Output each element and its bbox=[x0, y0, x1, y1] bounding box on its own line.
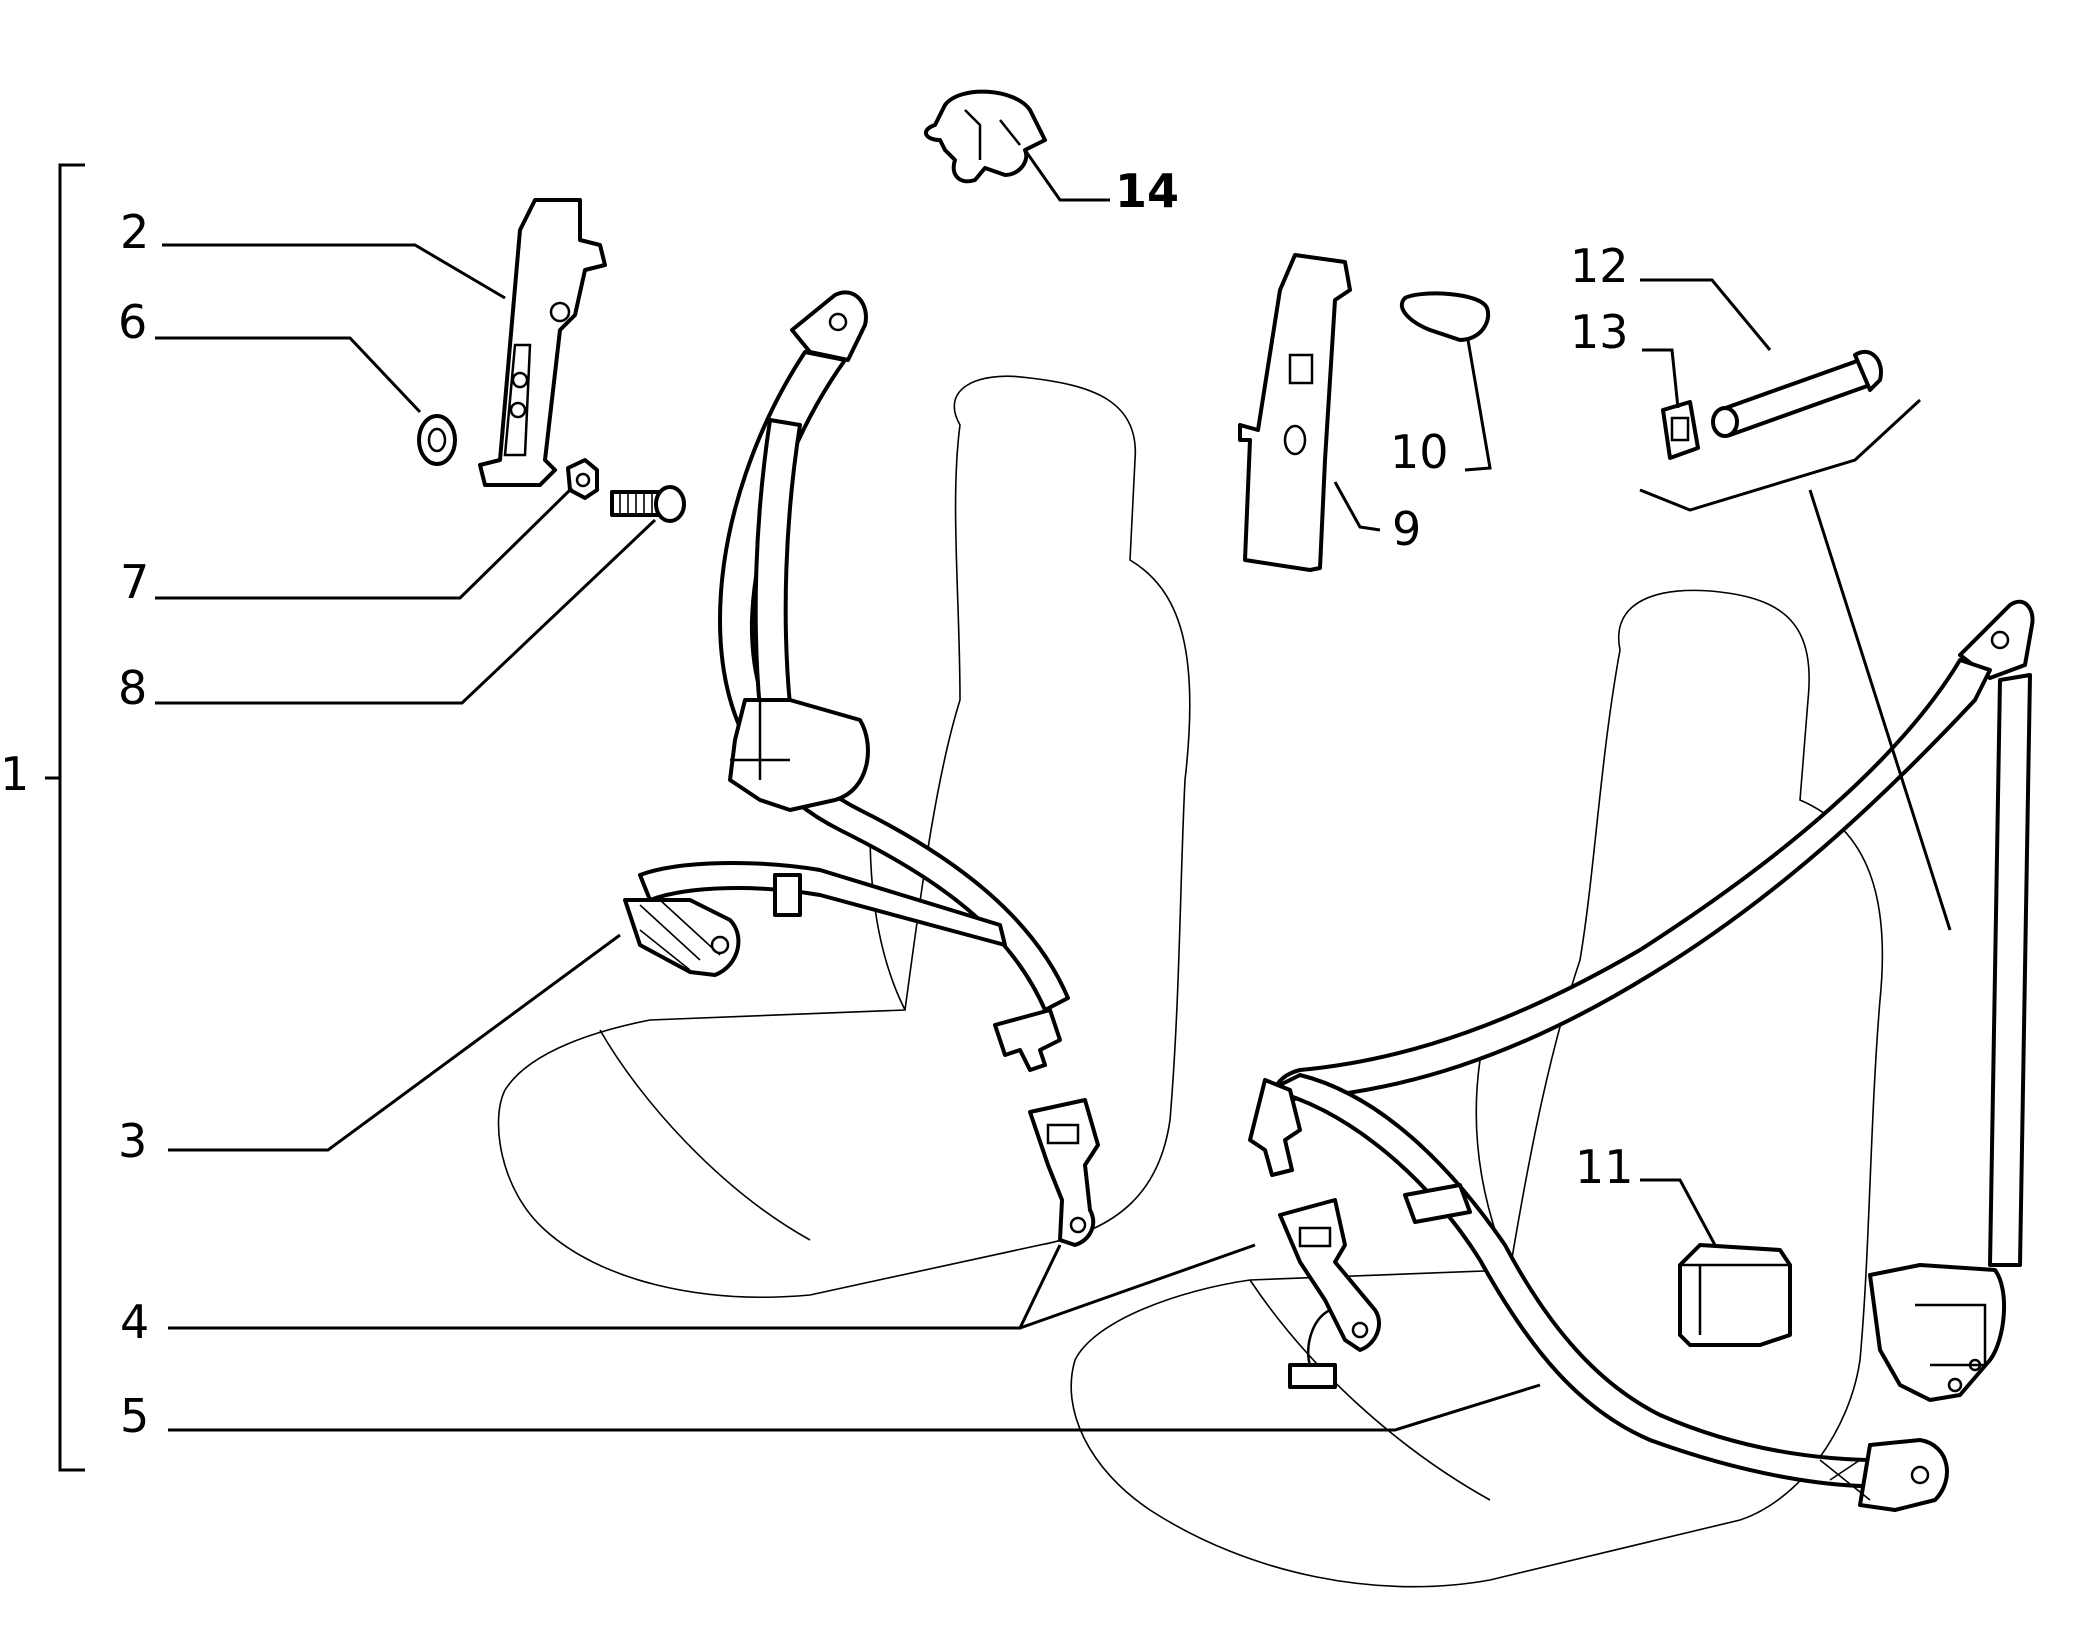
left-belt-retractor bbox=[728, 698, 870, 812]
callout-label-10: 10 bbox=[1390, 425, 1449, 479]
left-belt-webbing bbox=[718, 350, 1070, 1012]
callout-label-6: 6 bbox=[118, 295, 147, 349]
part-9-trim-cover bbox=[1238, 253, 1352, 572]
callout-label-3: 3 bbox=[118, 1114, 147, 1168]
part-12-pin bbox=[1711, 349, 1883, 438]
callout-label-2: 2 bbox=[120, 205, 149, 259]
left-belt-upper-anchor bbox=[790, 290, 868, 362]
part-10-cap bbox=[1399, 291, 1491, 342]
part-7-nut bbox=[566, 458, 599, 500]
callout-label-7: 7 bbox=[120, 555, 149, 609]
right-seat-outline bbox=[1070, 589, 1884, 1588]
callout-label-12: 12 bbox=[1570, 239, 1629, 293]
part-1-bracket bbox=[45, 163, 85, 1472]
callout-label-5: 5 bbox=[120, 1389, 149, 1443]
part-14-retaining-clip bbox=[924, 89, 1047, 184]
right-belt-lap-section bbox=[1268, 1073, 1902, 1489]
leader-lines bbox=[155, 149, 1952, 1432]
callout-label-13: 13 bbox=[1570, 305, 1629, 359]
left-belt-floor-anchor bbox=[623, 898, 741, 977]
part-6-washer bbox=[417, 414, 457, 466]
callout-label-1: 1 bbox=[0, 747, 29, 801]
right-belt-floor-anchor bbox=[1819, 1438, 1949, 1512]
callout-label-8: 8 bbox=[118, 661, 147, 715]
callout-label-14: 14 bbox=[1115, 164, 1179, 218]
part-8-bolt bbox=[610, 485, 686, 523]
right-belt-retractor bbox=[1868, 1263, 2006, 1402]
left-buckle-part-4 bbox=[1028, 1098, 1100, 1247]
callout-label-9: 9 bbox=[1392, 502, 1421, 556]
part-2-height-adjuster bbox=[478, 198, 607, 487]
left-belt-lap-section bbox=[638, 861, 1007, 947]
buckle-wire-connector bbox=[1288, 1308, 1337, 1389]
right-buckle-part-4 bbox=[1278, 1198, 1381, 1352]
right-belt-tongue bbox=[1248, 1078, 1302, 1177]
right-belt-webbing bbox=[1271, 658, 2032, 1267]
callout-label-4: 4 bbox=[120, 1295, 149, 1349]
part-11-cover bbox=[1678, 1243, 1792, 1347]
left-belt-tongue bbox=[993, 1008, 1062, 1072]
part-13-clip bbox=[1661, 400, 1700, 460]
right-belt-upper-anchor bbox=[1958, 599, 2035, 680]
callout-label-11: 11 bbox=[1575, 1140, 1634, 1194]
